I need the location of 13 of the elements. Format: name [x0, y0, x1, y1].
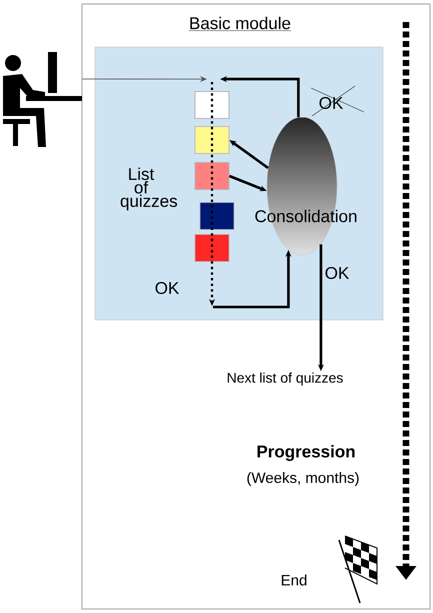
quiz-box [194, 234, 230, 262]
next-list-text: Next list of quizzes [228, 372, 343, 386]
ok-label: OK [156, 282, 180, 294]
list-label: List of quizzes [120, 168, 178, 210]
ok-label: OK [326, 266, 350, 280]
quiz-box [194, 126, 230, 154]
quiz-box [200, 202, 234, 230]
progression-label: Progression [258, 445, 355, 461]
duration-label: (Weeks, months) [247, 472, 359, 486]
quiz-box [194, 162, 230, 190]
end-label: End [282, 574, 306, 586]
person-at-computer-drawing [3, 52, 82, 147]
quiz-box [194, 91, 230, 119]
